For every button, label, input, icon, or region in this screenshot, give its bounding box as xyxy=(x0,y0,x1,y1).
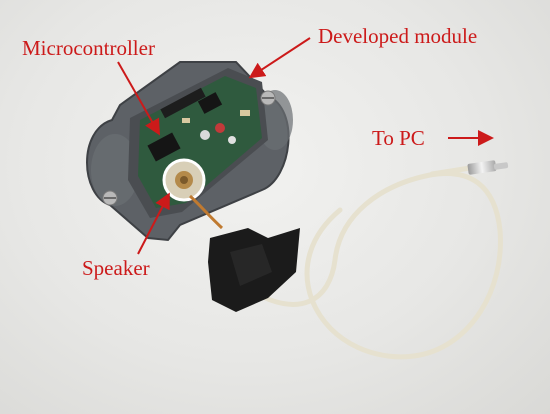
electrical-tape xyxy=(208,228,300,312)
arrow-speaker xyxy=(137,192,170,255)
label-microcontroller: Microcontroller xyxy=(22,36,155,60)
screws xyxy=(102,90,276,206)
label-developed-module: Developed module xyxy=(318,24,478,48)
annotation-arrows xyxy=(117,37,494,255)
arrow-microcontroller xyxy=(117,61,160,136)
speaker-disc xyxy=(162,158,206,202)
label-speaker: Speaker xyxy=(82,256,150,280)
speaker-wires xyxy=(188,194,224,230)
audio-cable xyxy=(247,171,503,360)
arrow-developed-module xyxy=(248,37,311,79)
label-to-pc: To PC xyxy=(372,126,425,150)
audio-jack-plug xyxy=(467,160,509,175)
